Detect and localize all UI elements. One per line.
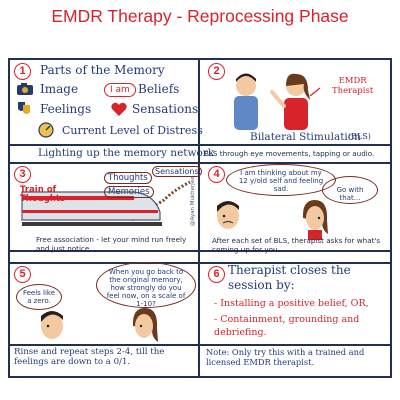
panel-2-caption: BLS through eye movements, tapping or au… [204,149,375,158]
therapist-face [302,200,328,240]
page-title: EMDR Therapy - Reprocessing Phase [51,6,349,26]
panel-4-caption: After each set of BLS, therapist asks fo… [212,236,381,254]
panel-1-number: 1 [14,63,31,80]
panel-2-number: 2 [208,63,225,80]
i-am-badge: I am [104,83,136,97]
sensations-label: Sensations [132,102,199,116]
client-answer-bubble: Feels like a zero. [16,284,62,310]
sensations-bubble: Sensations [152,166,202,177]
closing-item-2: - Containment, grounding and debriefing. [214,314,360,338]
camera-icon [17,83,33,95]
client-speech-bubble: I am thinking about my 12 y/old self and… [226,164,336,196]
train-label: Train of Thoughts [20,185,65,204]
train-illustration [21,180,191,226]
image-label: Image [40,82,79,96]
panel-6-heading: Therapist closes the session by: [228,263,351,292]
panel-5-caption: Rinse and repeat steps 2-4, till the fee… [14,347,165,367]
memories-bubble: Memories [104,186,154,198]
panel-grid-frame [8,58,392,378]
artist-signature: @Ayan Mukherjee [190,176,196,226]
row-divider-2 [8,250,392,252]
caption-divider-2 [8,262,392,264]
panel-6-number: 6 [208,266,225,283]
bls-label: Bilateral Stimulation [250,131,361,143]
heart-icon [111,102,127,116]
panel-6-caption: Note: Only try this with a trained and l… [206,347,365,367]
client-therapist-illustration [234,73,321,130]
panel-5-number: 5 [14,266,31,283]
closing-item-1: - Installing a positive belief, OR, [214,298,369,309]
therapist-speech-bubble: Go with that... [322,176,378,204]
theater-masks-icon [18,102,30,114]
therapist-face-5 [132,308,158,342]
client-face [217,201,239,229]
center-divider [198,58,200,378]
panel-1-heading: Parts of the Memory [40,63,165,77]
therapist-question-bubble: When you go back to the original memory,… [96,262,196,308]
feelings-label: Feelings [40,102,92,116]
therapist-label: EMDR Therapist [332,76,374,96]
thoughts-bubble: Thoughts [104,172,152,184]
client-face-5 [41,311,63,339]
row-divider-1 [8,144,392,146]
panel-3-caption: Free association - let your mind run fre… [36,235,187,253]
caption-divider-1 [8,162,392,164]
panel-1-caption: Lighting up the memory network [38,147,215,159]
panel-4-number: 4 [208,166,225,183]
bls-abbr: (BLS) [348,132,371,141]
distress-label: Current Level of Distress [62,124,203,137]
caption-divider-3 [8,344,392,346]
beliefs-label: Beliefs [138,82,180,96]
panel-3-number: 3 [14,166,31,183]
gauge-icon [38,122,54,138]
